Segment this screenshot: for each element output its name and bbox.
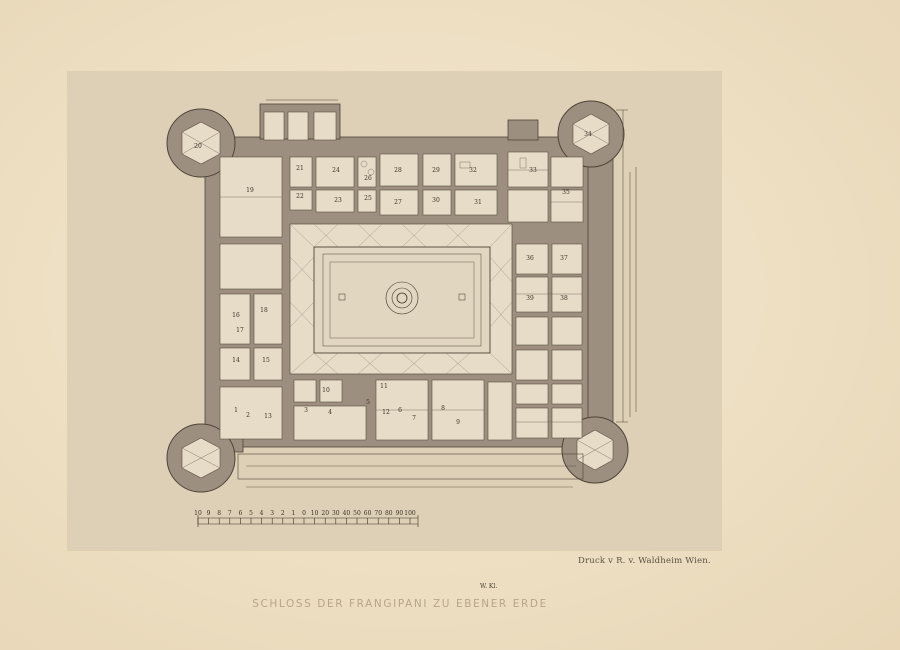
room-number: 3 (304, 407, 308, 414)
room-number: 37 (560, 255, 568, 262)
scale-tick-label: 90 (396, 510, 404, 517)
south-terrace (237, 453, 584, 488)
room-number: 9 (456, 419, 460, 426)
scale-tick-label: 100 (404, 510, 416, 517)
scale-tick-label: 70 (374, 510, 382, 517)
scale-tick-label: 5 (249, 510, 253, 517)
scale-tick-label: 10 (311, 510, 319, 517)
scale-tick-label: 3 (270, 510, 274, 517)
scale-tick-label: 10 (194, 510, 202, 517)
scale-tick-label: 20 (321, 510, 329, 517)
interior-details (220, 157, 583, 423)
room-number: 29 (432, 167, 440, 174)
room-number: 36 (526, 255, 534, 262)
corner-towers (166, 100, 629, 493)
room-number: 22 (296, 193, 304, 200)
room-number: 2 (246, 412, 250, 419)
scale-tick-label: 7 (228, 510, 232, 517)
room-number: 13 (264, 413, 272, 420)
room-number: 30 (432, 197, 440, 204)
room-number: 17 (236, 327, 244, 334)
room-number: 26 (364, 175, 372, 182)
room-number: 11 (380, 383, 388, 390)
room-number: 8 (441, 405, 445, 412)
room-number: 31 (474, 199, 482, 206)
room-number: 27 (394, 199, 402, 206)
floor-plan: 1234567891011121314151617181920212223242… (166, 99, 637, 527)
room-number: 1 (234, 407, 238, 414)
room-number: 21 (296, 165, 304, 172)
room-number: 4 (328, 409, 332, 416)
room-number: 19 (246, 187, 254, 194)
scale-unit-label: W. Kl. (480, 583, 498, 590)
room-number: 12 (382, 409, 390, 416)
scale-tick-label: 80 (385, 510, 393, 517)
scale-tick-label: 40 (343, 510, 351, 517)
room-number: 33 (529, 167, 537, 174)
scale-tick-label: 60 (364, 510, 372, 517)
room-number: 39 (526, 295, 534, 302)
printer-credit: Druck v R. v. Waldheim Wien. (578, 556, 711, 566)
room-number: 35 (562, 189, 570, 196)
room-number: 16 (232, 312, 240, 319)
room-number: 23 (334, 197, 342, 204)
room-number: 5 (366, 399, 370, 406)
scale-tick-label: 2 (281, 510, 285, 517)
scale-tick-label: 30 (332, 510, 340, 517)
room-number: 24 (332, 167, 340, 174)
scale-tick-label: 4 (260, 510, 264, 517)
room-number: 32 (469, 167, 477, 174)
room-number: 38 (560, 295, 568, 302)
room-number: 15 (262, 357, 270, 364)
room-number: 6 (398, 407, 402, 414)
courtyard-arcade (289, 223, 513, 375)
room-number: 20 (194, 143, 202, 150)
room-number: 28 (394, 167, 402, 174)
scale-tick-label: 50 (353, 510, 361, 517)
plate-caption: SCHLOSS DER FRANGIPANI ZU EBENER ERDE (252, 598, 548, 610)
tower-cross-hatching (181, 123, 614, 469)
scale-tick-label: 9 (207, 510, 211, 517)
dimension-lines (266, 99, 637, 423)
room-number: 10 (322, 387, 330, 394)
room-number: 14 (232, 357, 240, 364)
room-number: 34 (584, 131, 592, 138)
room-number: 25 (364, 195, 372, 202)
room-number: 18 (260, 307, 268, 314)
courtyard-fountain (338, 281, 466, 315)
scale-tick-label: 8 (217, 510, 221, 517)
room-number: 7 (412, 415, 416, 422)
scale-tick-label: 6 (238, 510, 242, 517)
scale-tick-label: 0 (302, 510, 306, 517)
scale-tick-label: 1 (291, 510, 295, 517)
